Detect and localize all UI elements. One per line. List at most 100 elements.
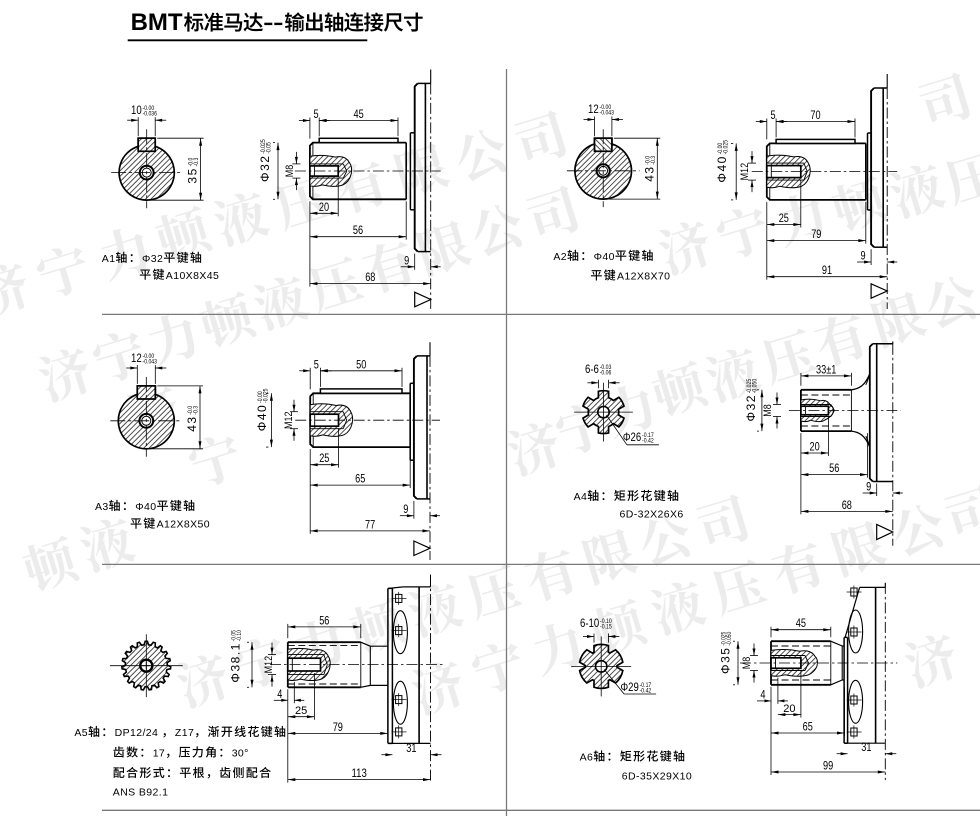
svg-text:Φ38.1: Φ38.1	[229, 642, 243, 682]
svg-text:25: 25	[295, 705, 307, 717]
svg-text:A12X8X50: A12X8X50	[157, 519, 210, 531]
svg-text:-0.00: -0.00	[143, 353, 155, 360]
svg-text:-0.050: -0.050	[726, 631, 733, 646]
svg-text:77: 77	[365, 519, 375, 531]
svg-text:M12: M12	[739, 163, 751, 181]
svg-text:-0.42: -0.42	[642, 438, 654, 445]
svg-text:-0.0: -0.0	[187, 406, 194, 415]
svg-text:-0.06: -0.06	[600, 370, 612, 377]
svg-text:-0.42: -0.42	[640, 688, 652, 695]
svg-text:6D-35X29X10: 6D-35X29X10	[622, 771, 692, 783]
svg-text:31: 31	[406, 743, 416, 755]
svg-text:M12: M12	[283, 412, 295, 430]
svg-text:9: 9	[404, 255, 409, 267]
svg-text:45: 45	[354, 109, 364, 121]
svg-text:5: 5	[314, 109, 319, 121]
svg-text:-0.00: -0.00	[600, 104, 612, 111]
svg-text:33±1: 33±1	[816, 364, 836, 376]
svg-text:-0.05: -0.05	[231, 630, 238, 642]
svg-text:M8: M8	[284, 165, 296, 178]
svg-text:68: 68	[842, 500, 852, 512]
svg-text:9: 9	[403, 504, 408, 516]
svg-text:Φ40: Φ40	[594, 251, 615, 263]
svg-text:Φ40: Φ40	[715, 155, 729, 182]
svg-text:A10X8X45: A10X8X45	[166, 270, 219, 282]
svg-text:Φ32: Φ32	[744, 394, 758, 421]
svg-text:31: 31	[861, 742, 871, 754]
svg-text:A4: A4	[574, 491, 588, 503]
svg-text:DP12/24: DP12/24	[115, 727, 159, 739]
svg-text:91: 91	[822, 265, 832, 277]
svg-text:12: 12	[131, 351, 142, 365]
svg-text:20: 20	[810, 442, 820, 454]
svg-text:A1: A1	[102, 253, 116, 265]
svg-text:6D-32X26X6: 6D-32X26X6	[620, 509, 684, 521]
svg-text:-0.025: -0.025	[260, 139, 267, 154]
svg-text:-0.00: -0.00	[143, 105, 155, 112]
svg-text:-0.043: -0.043	[143, 359, 158, 366]
svg-text:-0.025: -0.025	[723, 140, 730, 155]
svg-text:5: 5	[771, 110, 776, 122]
svg-text:Φ40: Φ40	[135, 501, 156, 513]
svg-text:68: 68	[365, 272, 375, 284]
svg-text:-0.15: -0.15	[600, 624, 612, 631]
svg-text:A2: A2	[553, 251, 567, 263]
svg-text:-0.3: -0.3	[650, 156, 657, 165]
svg-text:4: 4	[760, 689, 766, 701]
svg-text:10: 10	[131, 103, 142, 117]
svg-text:79: 79	[333, 722, 343, 734]
svg-text:M8: M8	[762, 404, 774, 417]
svg-text:-0.3: -0.3	[193, 157, 200, 166]
svg-text:79: 79	[811, 229, 821, 241]
svg-text:9: 9	[861, 251, 866, 263]
svg-text:20: 20	[319, 202, 329, 214]
svg-text:BMT: BMT	[131, 9, 183, 36]
svg-text:35: 35	[186, 167, 200, 183]
svg-text:-0.0: -0.0	[188, 157, 195, 166]
svg-text:A6: A6	[580, 752, 594, 764]
svg-text:25: 25	[319, 453, 329, 465]
svg-text:Φ32: Φ32	[142, 253, 163, 265]
svg-text:-0.00: -0.00	[717, 142, 724, 154]
svg-text:-0.043: -0.043	[600, 110, 615, 117]
svg-text:113: 113	[352, 768, 367, 780]
svg-text:56: 56	[319, 615, 329, 627]
svg-text:-0.17: -0.17	[640, 682, 652, 689]
svg-text:Φ32: Φ32	[258, 155, 272, 182]
svg-text:Φ35: Φ35	[719, 647, 733, 674]
svg-text:Z17: Z17	[175, 727, 194, 739]
svg-text:-0.05: -0.05	[266, 142, 273, 154]
svg-text:70: 70	[810, 110, 820, 122]
svg-text:56: 56	[353, 225, 363, 237]
svg-text:Φ26: Φ26	[623, 430, 642, 444]
svg-text:-0.3: -0.3	[193, 406, 200, 415]
svg-text:-0.050: -0.050	[752, 378, 759, 393]
svg-text:9: 9	[866, 482, 871, 494]
svg-text:-0.0: -0.0	[644, 156, 651, 165]
svg-text:A12X8X70: A12X8X70	[617, 271, 670, 283]
svg-text:17: 17	[153, 748, 165, 760]
svg-text:-0.10: -0.10	[236, 630, 243, 642]
svg-text:56: 56	[829, 463, 839, 475]
svg-text:5: 5	[314, 359, 319, 371]
svg-text:43: 43	[642, 165, 656, 181]
svg-text:43: 43	[185, 415, 199, 431]
svg-text:A5: A5	[74, 727, 88, 739]
svg-text:6-6: 6-6	[585, 362, 599, 376]
svg-text:45: 45	[796, 618, 806, 630]
svg-text:65: 65	[355, 474, 365, 486]
svg-text:-0.03: -0.03	[600, 364, 612, 371]
svg-text:Φ29: Φ29	[621, 680, 640, 694]
svg-text:A3: A3	[95, 501, 109, 513]
svg-text:-0.00: -0.00	[257, 391, 264, 403]
svg-text:20: 20	[783, 703, 795, 715]
svg-text:4: 4	[277, 689, 283, 701]
svg-text:50: 50	[356, 359, 366, 371]
svg-text:30°: 30°	[232, 748, 249, 760]
svg-text:12: 12	[588, 102, 599, 116]
svg-text:65: 65	[803, 722, 813, 734]
svg-text:99: 99	[823, 761, 833, 773]
svg-text:6-10: 6-10	[580, 616, 599, 630]
svg-text:ANS B92.1: ANS B92.1	[113, 787, 169, 799]
svg-text:-0.036: -0.036	[143, 111, 158, 118]
